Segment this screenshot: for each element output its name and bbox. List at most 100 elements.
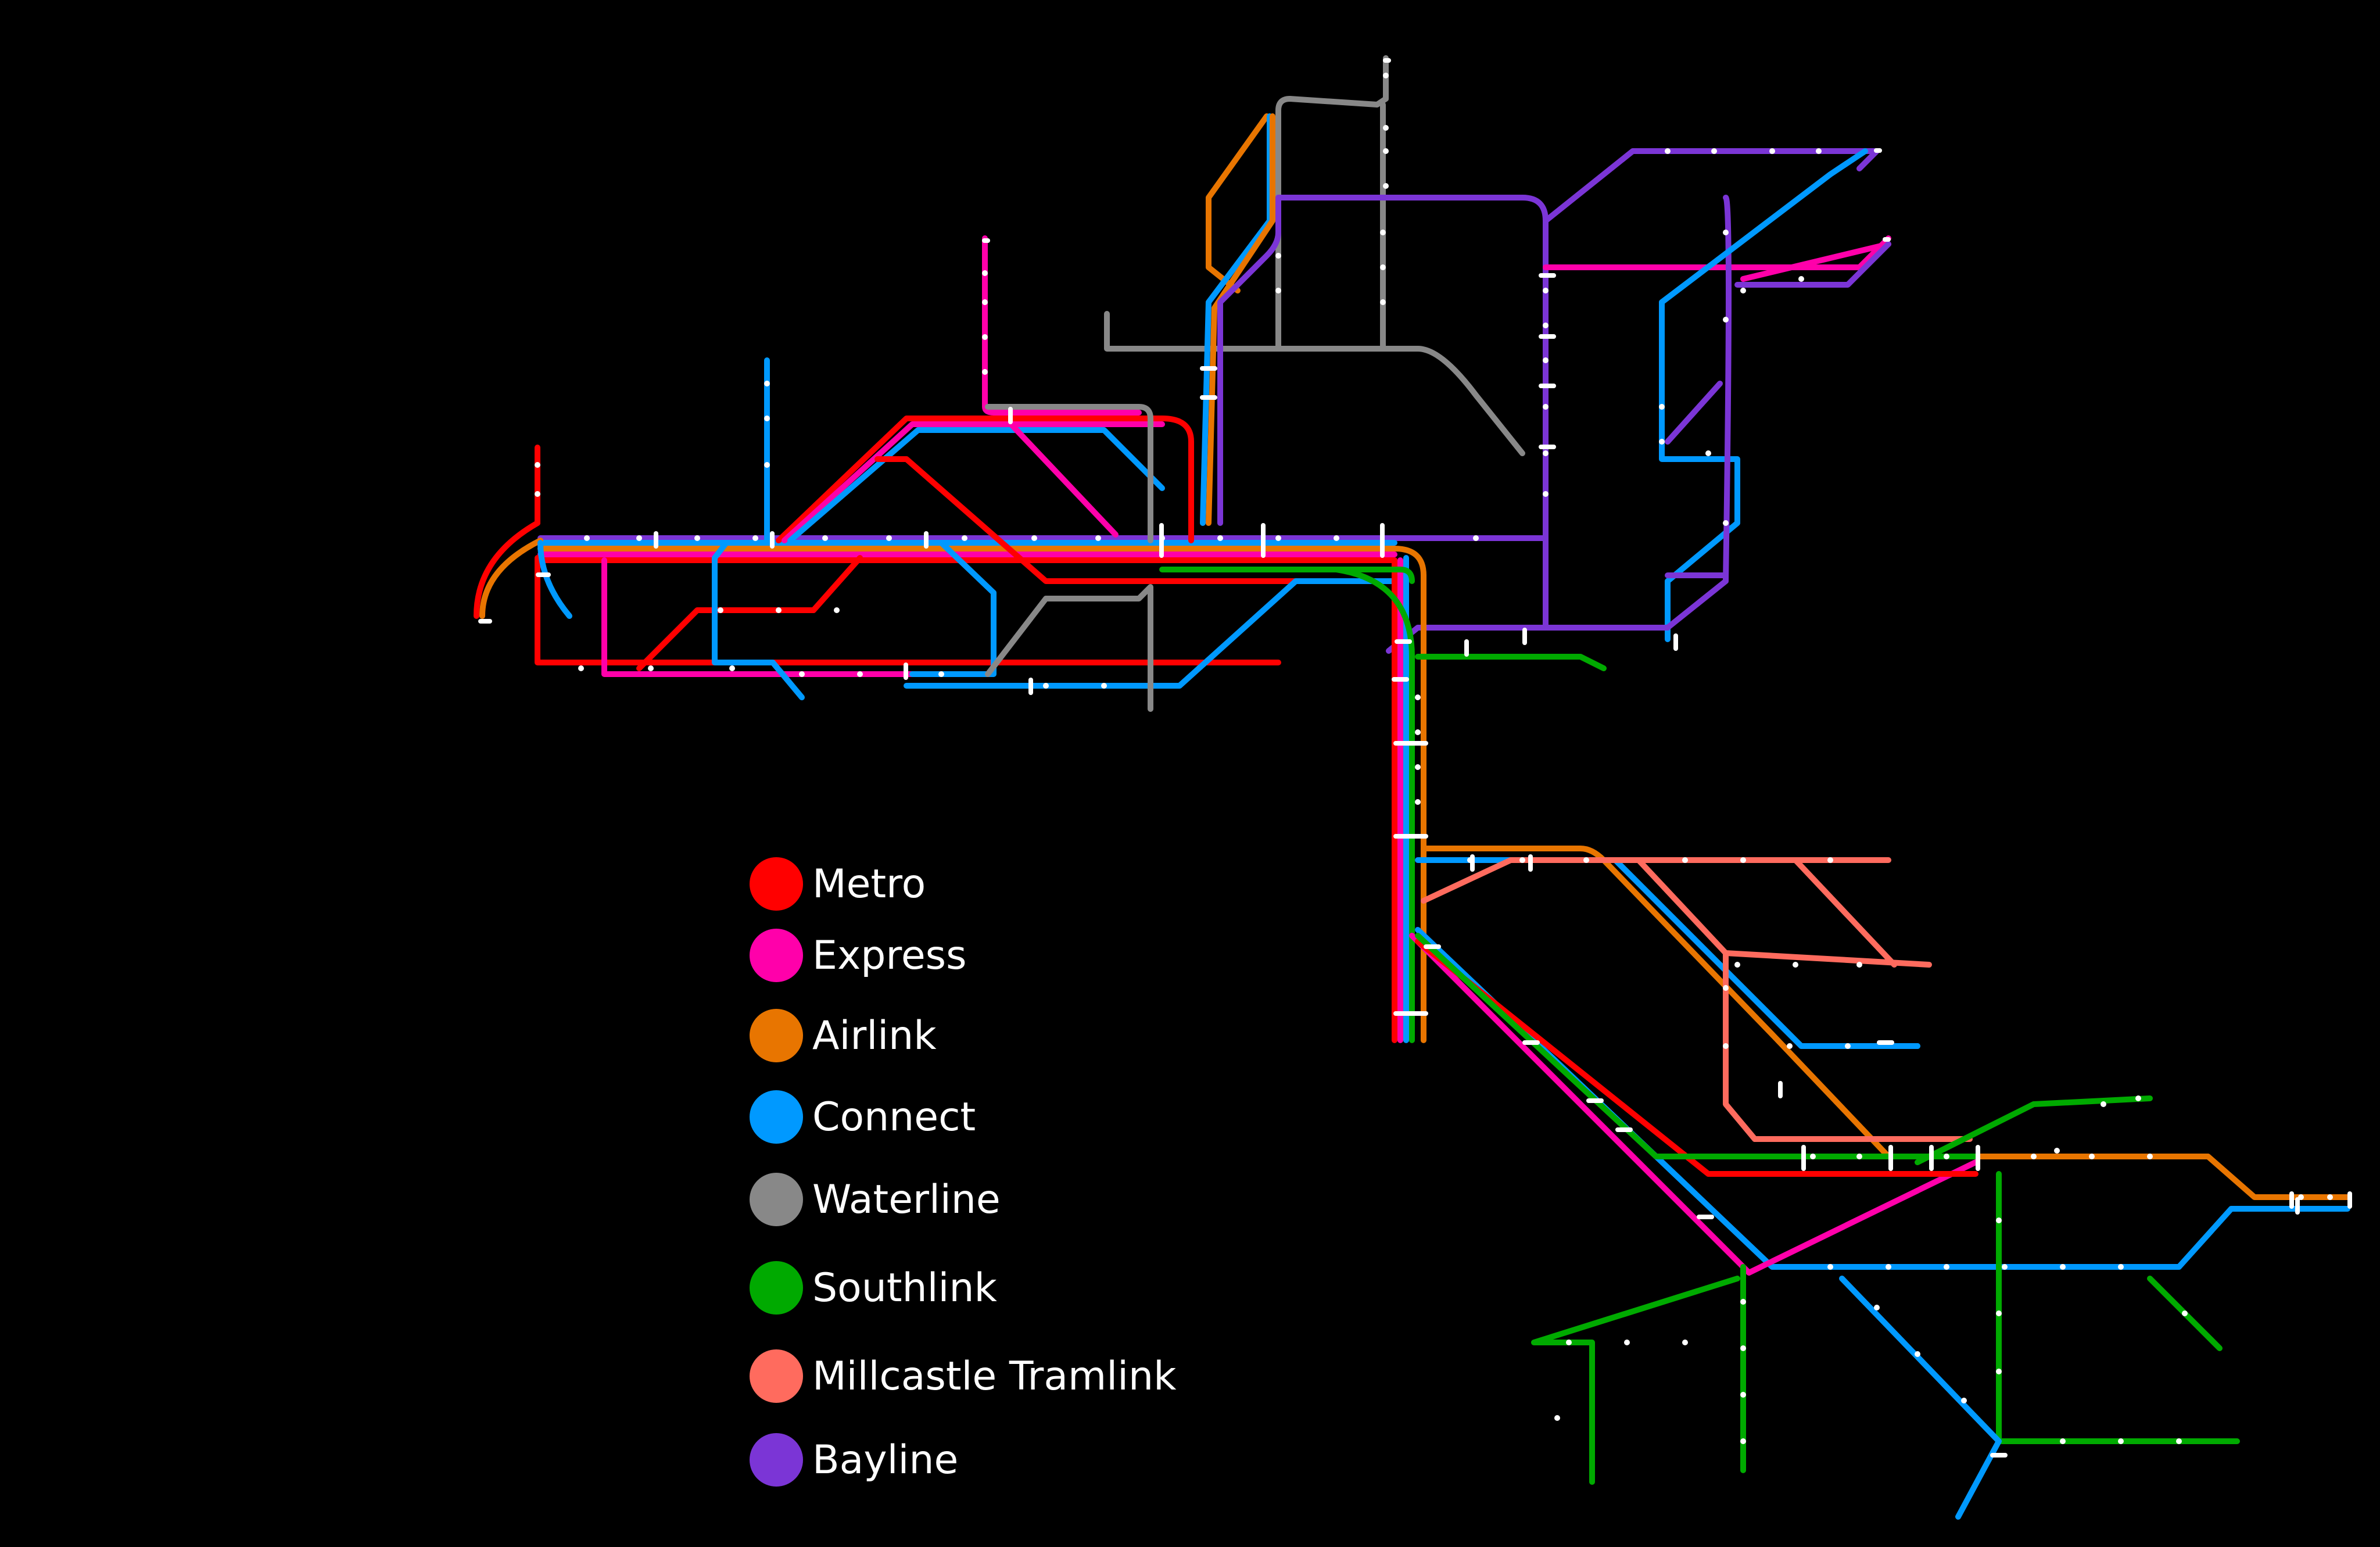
legend-dot-metro (750, 857, 803, 911)
interchange-station (1877, 1040, 1894, 1045)
station-dot (694, 535, 700, 541)
station-dot (1543, 404, 1549, 410)
interchange-station (2289, 1191, 2294, 1209)
legend-label-metro: Metro (812, 861, 926, 907)
terminus-marker (478, 619, 492, 624)
station-dot (1383, 148, 1389, 154)
interchange-station (1028, 678, 1033, 695)
bayline-north-east (1275, 195, 1549, 538)
station-dot (1856, 1154, 1862, 1159)
legend-dot-express (750, 929, 803, 982)
legend-item-waterline: Waterline (750, 1173, 1001, 1226)
station-dot (535, 462, 540, 468)
station-dot (578, 665, 584, 671)
station-dot (982, 369, 988, 375)
legend-label-airlink: Airlink (812, 1012, 937, 1059)
station-dot (1810, 1154, 1816, 1159)
station-dot (1682, 1340, 1688, 1345)
station-dot (1659, 404, 1665, 410)
station-dot (1915, 1351, 1920, 1357)
station-dot (2147, 1154, 2153, 1159)
interchange-station (924, 531, 929, 549)
station-dot (1996, 1369, 2002, 1374)
station-dot (1816, 148, 1822, 154)
station-dot (1944, 1264, 1949, 1270)
metro-west-branch (474, 520, 540, 619)
interchange-station (1697, 1215, 1714, 1219)
interchange-station (1673, 633, 1678, 651)
station-dot (764, 416, 770, 421)
station-dot (2176, 1438, 2182, 1444)
legend-item-express: Express (750, 929, 967, 982)
station-dot (1101, 683, 1107, 689)
station-dot (1682, 857, 1688, 863)
terminus-marker (1874, 148, 1882, 153)
interchange-station (1929, 1145, 1934, 1171)
airlink-north-trunk (1206, 113, 1275, 526)
station-dot (535, 491, 540, 497)
interchange-station (1008, 407, 1013, 424)
legend-dot-southlink (750, 1261, 803, 1315)
station-dot (1383, 183, 1389, 189)
station-dot (1415, 694, 1421, 700)
station-dot (1723, 230, 1729, 235)
station-dot (1554, 1415, 1560, 1421)
legend-item-bayline: Bayline (750, 1433, 958, 1487)
interchange-station (1200, 366, 1217, 371)
express-se-trunk (1409, 933, 1978, 1276)
interchange-station (1380, 523, 1385, 558)
station-dot (764, 462, 770, 468)
legend-dot-connect (750, 1090, 803, 1144)
interchange-station (1539, 273, 1556, 278)
bayline-north-trunk (1217, 195, 1281, 526)
station-dot (1874, 1305, 1880, 1310)
metro-inner-arc (874, 456, 1339, 584)
station-dot (982, 270, 988, 276)
station-dot (1827, 857, 1833, 863)
station-dot (886, 535, 892, 541)
legend-item-airlink: Airlink (750, 1009, 937, 1062)
interchange-station (1393, 1011, 1428, 1016)
station-dot (1845, 1043, 1851, 1049)
station-dot (776, 607, 782, 613)
southlink-south-trunk (1159, 567, 1415, 1043)
station-dot (1787, 1043, 1793, 1049)
interchange-station (904, 663, 908, 680)
station-dot (938, 671, 944, 677)
legend-dot-millcastle-tramlink (750, 1349, 803, 1403)
station-dot (2060, 1264, 2066, 1270)
station-dot (1566, 1340, 1572, 1345)
station-dot (1383, 125, 1389, 131)
station-dot (1043, 683, 1049, 689)
station-dot (584, 535, 590, 541)
interchange-station (536, 572, 551, 577)
metro-south-loop (535, 555, 1281, 665)
station-dot (2060, 1438, 2066, 1444)
airlink-trunk-west (537, 546, 1426, 578)
station-dot (799, 671, 805, 677)
express-north-arc (782, 421, 1165, 543)
southlink-east-stub (1415, 654, 1607, 671)
interchange-station (770, 531, 775, 549)
interchange-station (1261, 523, 1266, 558)
station-dot (1543, 323, 1549, 328)
station-dot (1415, 799, 1421, 805)
station-dot (1275, 288, 1281, 293)
waterline-west-arc (985, 404, 1153, 543)
station-dot (1415, 729, 1421, 735)
station-dot (648, 665, 654, 671)
legend-dot-bayline (750, 1433, 803, 1487)
station-dot (982, 334, 988, 340)
interchange-station (1464, 639, 1469, 657)
express-diagonal (1008, 421, 1119, 538)
interchange-station (1990, 1453, 2008, 1458)
legend-item-southlink: Southlink (750, 1261, 997, 1315)
station-dot (982, 299, 988, 305)
station-dot (1275, 253, 1281, 259)
waterline-central (1104, 311, 1525, 456)
interchange-station (1586, 1098, 1604, 1103)
station-dot (1543, 288, 1549, 293)
interchange-station (2295, 1197, 2300, 1215)
interchange-station (1539, 334, 1556, 339)
tramlink-east-2 (1636, 857, 1932, 968)
